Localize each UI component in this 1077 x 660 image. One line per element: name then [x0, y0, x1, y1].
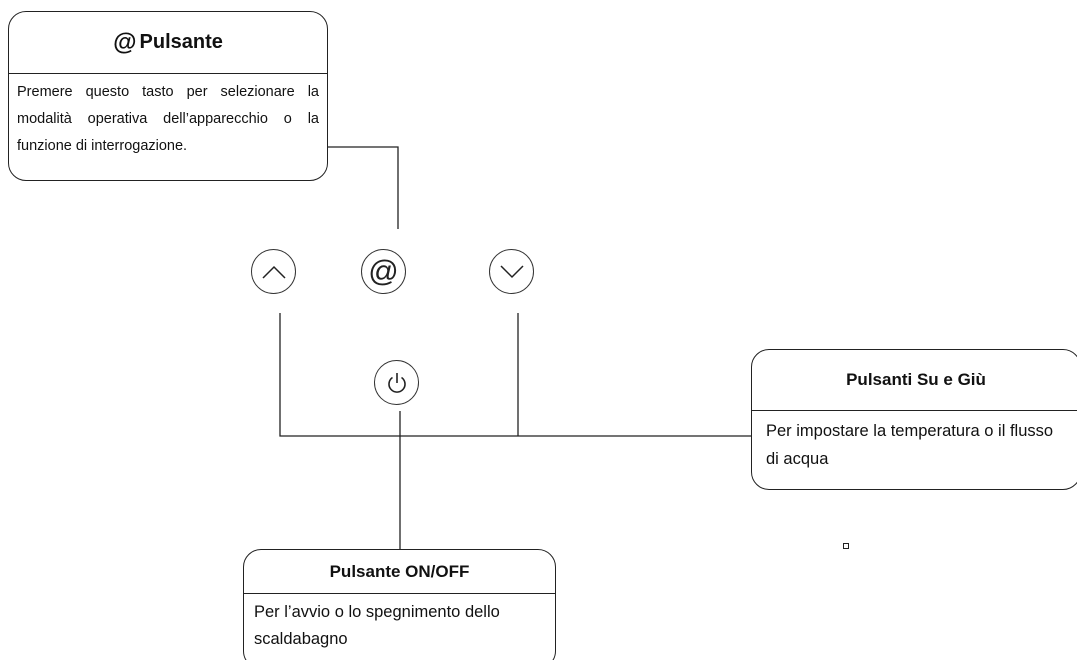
chevron-down-icon	[499, 264, 524, 278]
callout-at-button: @Pulsante Premere questo tasto per selez…	[8, 11, 328, 181]
callout-on-off-title: Pulsante ON/OFF	[244, 550, 555, 594]
callout-at-title-text: Pulsante	[139, 31, 223, 53]
connector-up	[279, 313, 751, 437]
down-button[interactable]	[489, 249, 534, 294]
callout-on-off-body: Per l’avvio o lo spegnimento dello scald…	[254, 603, 500, 648]
power-icon	[387, 372, 406, 393]
stray-mark	[843, 543, 849, 549]
at-symbol: @	[113, 28, 137, 56]
callout-on-off-button: Pulsante ON/OFF Per l’avvio o lo spegnim…	[243, 549, 556, 660]
callout-at-body: Premere questo tasto per selezionare la …	[17, 84, 319, 154]
at-button[interactable]: @	[361, 249, 406, 294]
callout-up-down-title: Pulsanti Su e Giù	[752, 350, 1077, 411]
callout-up-down-buttons: Pulsanti Su e Giù Per impostare la tempe…	[751, 349, 1077, 490]
up-button[interactable]	[251, 249, 296, 294]
power-button[interactable]	[374, 360, 419, 405]
connector-at	[328, 146, 399, 229]
at-icon: @	[368, 254, 399, 288]
callout-up-down-body: Per impostare la temperatura o il flusso…	[766, 422, 1054, 468]
chevron-up-icon	[261, 265, 286, 279]
callout-at-title: @Pulsante	[9, 12, 327, 74]
